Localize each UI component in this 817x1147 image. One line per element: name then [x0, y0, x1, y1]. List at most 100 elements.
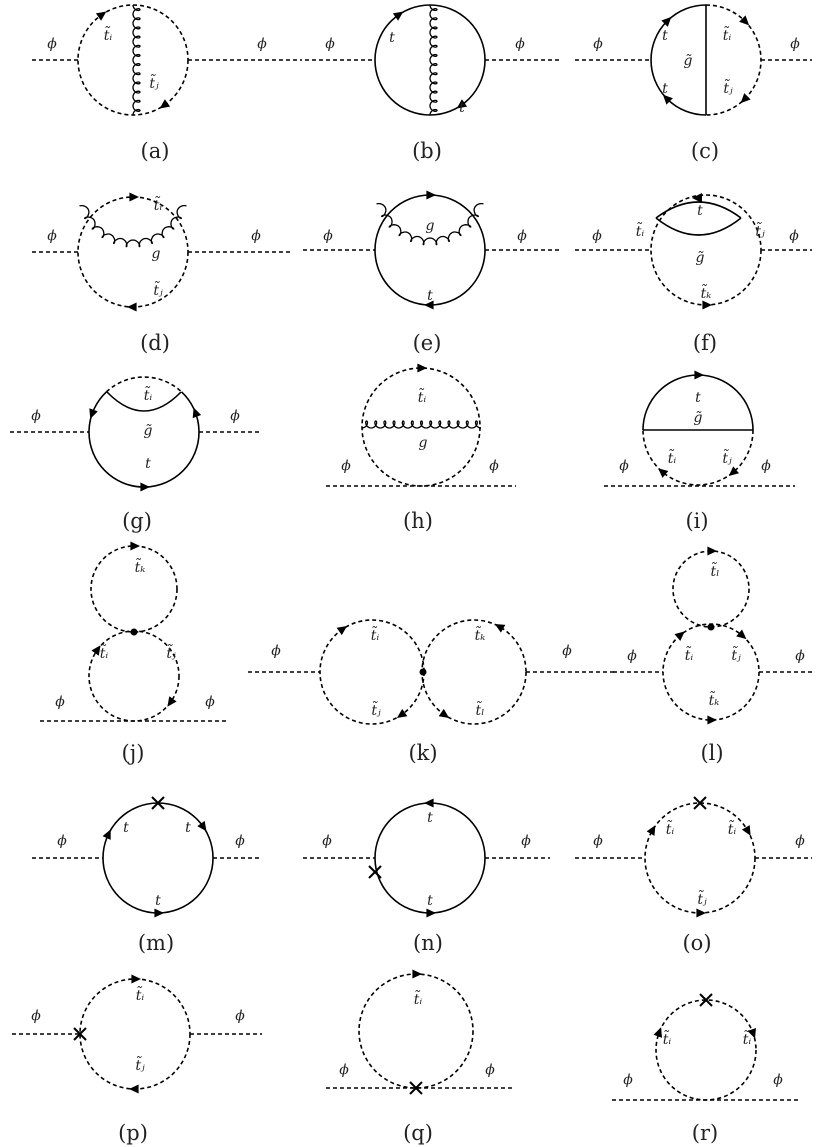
gluon-line — [376, 202, 484, 246]
label-t: t — [427, 288, 433, 304]
label-stop-i: t̃ᵢ — [723, 25, 732, 44]
stop-loop — [77, 196, 189, 308]
label-phi: ϕ — [593, 833, 603, 849]
arrow-icon — [692, 193, 702, 203]
caption: (b) — [412, 139, 442, 163]
label-phi: ϕ — [761, 458, 771, 474]
arrow-icon — [646, 825, 656, 836]
arrow-icon — [662, 94, 673, 105]
label-stop-j: t̃ⱼ — [371, 700, 381, 719]
diagram-h: ϕ ϕ t̃ᵢ g (h) — [326, 363, 516, 533]
arrow-icon — [91, 645, 101, 656]
label-phi: ϕ — [323, 228, 333, 244]
label-stop-k: t̃ₖ — [709, 690, 720, 709]
stop-loop — [655, 999, 757, 1101]
caption: (h) — [403, 509, 433, 533]
label-stop-l: t̃ₗ — [475, 700, 484, 719]
label-g: g — [152, 246, 161, 262]
gluon-line — [79, 204, 187, 248]
upper-stop-loop — [90, 545, 178, 633]
gluon-line — [132, 4, 141, 116]
arrow-icon — [129, 192, 139, 202]
arrow-icon — [192, 407, 202, 419]
label-phi: ϕ — [235, 833, 245, 849]
label-stop-i: t̃ᵢ — [104, 25, 113, 44]
label-t: t — [662, 81, 668, 97]
label-stop-i: t̃ᵢ — [685, 645, 694, 664]
arrow-icon — [707, 715, 717, 725]
label-stop-j: t̃ⱼ — [166, 643, 176, 662]
label-stop-i: t̃ᵢ — [663, 1029, 672, 1048]
arrow-icon — [438, 708, 450, 719]
label-phi: ϕ — [795, 648, 805, 664]
label-phi: ϕ — [57, 833, 67, 849]
label-stop-j: t̃ⱼ — [722, 448, 732, 467]
label-stop-i: t̃ᵢ — [728, 819, 737, 838]
label-phi: ϕ — [230, 408, 240, 424]
vertex-dot — [707, 623, 715, 631]
caption: (d) — [140, 331, 170, 355]
label-phi: ϕ — [489, 458, 499, 474]
stop-bottom — [642, 429, 754, 486]
arrow-icon — [197, 820, 207, 832]
label-stop-i: t̃ᵢ — [743, 1029, 752, 1048]
label-stop-j: t̃ⱼ — [755, 221, 765, 240]
label-stop-i: t̃ᵢ — [100, 643, 109, 662]
arrow-icon — [127, 302, 137, 312]
label-phi: ϕ — [795, 833, 805, 849]
label-stop-k: t̃ₖ — [135, 557, 146, 576]
label-stop-i: t̃ᵢ — [414, 989, 423, 1008]
caption: (a) — [141, 139, 170, 163]
arrow-icon — [417, 363, 427, 373]
arrow-icon — [424, 798, 434, 808]
arrow-icon — [130, 541, 140, 551]
insertion-cross-icon — [368, 865, 382, 879]
stop-top-arc — [105, 376, 183, 393]
caption: (o) — [682, 931, 711, 955]
gluino-arc — [106, 391, 182, 412]
arrow-icon — [412, 969, 422, 979]
top-half — [650, 4, 707, 116]
insertion-cross-icon — [151, 796, 165, 810]
arrow-icon — [696, 908, 706, 918]
arrow-icon — [159, 99, 171, 109]
label-phi: ϕ — [627, 648, 637, 664]
label-phi: ϕ — [31, 408, 41, 424]
gluon-line — [361, 420, 482, 429]
arrow-icon — [741, 825, 751, 836]
label-g: g — [419, 435, 428, 451]
label-stop-i: t̃ᵢ — [154, 195, 163, 214]
caption: (q) — [403, 1121, 433, 1145]
label-gluino: g̃ — [696, 250, 705, 266]
label-phi: ϕ — [515, 36, 525, 52]
label-phi: ϕ — [257, 36, 267, 52]
label-phi: ϕ — [251, 228, 261, 244]
arrow-icon — [102, 829, 111, 840]
label-stop-i: t̃ᵢ — [668, 448, 677, 467]
caption: (m) — [138, 931, 174, 955]
label-phi: ϕ — [773, 1072, 783, 1088]
caption: (j) — [122, 741, 145, 765]
label-t: t — [459, 100, 465, 116]
label-phi: ϕ — [339, 1062, 349, 1078]
arrow-icon — [131, 974, 141, 984]
arrow-icon — [674, 631, 685, 641]
label-stop-j: t̃ⱼ — [153, 280, 163, 299]
label-phi: ϕ — [341, 458, 351, 474]
label-stop-j: t̃ⱼ — [149, 73, 159, 92]
insertion-cross-icon — [73, 1027, 87, 1041]
label-phi: ϕ — [592, 228, 602, 244]
arrow-icon — [129, 1084, 139, 1094]
arrow-icon — [702, 300, 712, 310]
label-stop-k: t̃ₖ — [475, 625, 486, 644]
label-stop-i: t̃ᵢ — [418, 387, 427, 406]
arrow-icon — [426, 908, 436, 918]
